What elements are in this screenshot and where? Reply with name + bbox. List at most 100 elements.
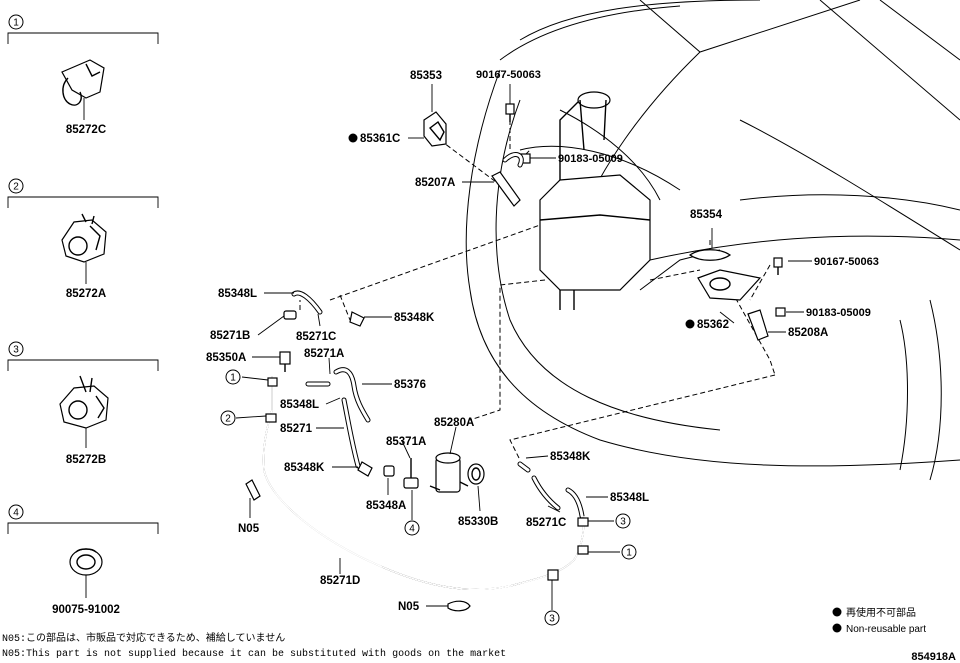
washer-pump-85280a-icon xyxy=(429,452,469,493)
joint-85348k-a-icon xyxy=(349,311,365,327)
hose-85271-icon xyxy=(341,397,361,469)
label-85271c-a: 85271C xyxy=(296,331,336,343)
jet-cover-85354-icon xyxy=(688,228,732,261)
label-85361c: 85361C xyxy=(360,133,400,145)
label-85348l-b: 85348L xyxy=(280,399,319,411)
figure-id: 854918A xyxy=(911,651,956,663)
inset-3-bracket xyxy=(7,359,159,371)
inset-3-part-label: 85272B xyxy=(66,454,106,466)
ref-3-a: 3 xyxy=(620,517,626,528)
screw-90167-right-icon xyxy=(773,257,783,275)
label-85208a: 85208A xyxy=(788,327,828,339)
note-en: N05:This part is not supplied because it… xyxy=(2,648,506,660)
part-labels: 85353 90167-50063 85361C 90183-05009 852… xyxy=(206,69,879,613)
ref-circle-icon xyxy=(404,520,420,536)
circled-references: 1 2 4 3 1 3 xyxy=(220,369,637,626)
label-85271d: 85271D xyxy=(320,575,360,587)
leader-lines xyxy=(235,137,812,610)
label-n05-left: N05 xyxy=(238,523,260,535)
inset-1-part-label: 85272C xyxy=(66,124,106,136)
inset-1[interactable]: 1 85272C xyxy=(7,14,159,136)
ref-4: 4 xyxy=(409,524,415,535)
jet-nozzle-cover-85353-icon xyxy=(423,84,447,147)
inset-3[interactable]: 3 85272B xyxy=(7,341,159,466)
footnotes: N05:この部品は、市販品で対応できるため、補給していません N05:This … xyxy=(2,631,956,663)
label-85271: 85271 xyxy=(280,423,313,435)
nut-90183-right-icon xyxy=(775,307,786,317)
ref-circle-icon xyxy=(615,513,631,529)
inset-4[interactable]: 4 90075-91002 xyxy=(7,504,159,616)
inset-2-circle-icon xyxy=(8,178,24,194)
filter-85371a-icon xyxy=(403,458,419,489)
hose-85348k-c-icon xyxy=(517,461,531,473)
inset-4-bracket xyxy=(7,522,159,534)
nozzle-85361c-icon xyxy=(428,120,445,142)
label-85376: 85376 xyxy=(394,379,426,391)
inset-3-number: 3 xyxy=(13,345,19,356)
label-85354: 85354 xyxy=(690,209,723,221)
hose-85376-icon xyxy=(333,367,371,423)
ref-circle-icon xyxy=(220,410,236,426)
label-85348k-b: 85348K xyxy=(284,462,325,474)
label-85207a: 85207A xyxy=(415,177,455,189)
label-85348l-c: 85348L xyxy=(610,492,649,504)
hose-85348l-a-icon xyxy=(291,290,323,315)
legend-dot-icon xyxy=(832,607,842,617)
inset-2-bracket xyxy=(7,196,159,208)
hose-clamp-icon xyxy=(69,548,103,598)
ref-3-b: 3 xyxy=(549,614,555,625)
grommet-85330b-icon xyxy=(467,463,485,485)
hose-85271d-icon xyxy=(262,376,585,591)
assembly-dashed-lines xyxy=(299,120,776,461)
clip-85348k-b-icon xyxy=(357,461,373,477)
label-85371a: 85371A xyxy=(386,436,426,448)
clip-85272a-icon xyxy=(61,213,107,284)
note-jp: N05:この部品は、市販品で対応できるため、補給していません xyxy=(2,631,285,645)
screw-90167-top-icon xyxy=(505,84,515,122)
label-85353: 85353 xyxy=(410,70,442,82)
label-85271c-b: 85271C xyxy=(526,517,566,529)
ref-1-c: 1 xyxy=(626,548,632,559)
legend-dot-icon xyxy=(832,623,842,633)
label-85348l-a: 85348L xyxy=(218,288,257,300)
legend-en: Non-reusable part xyxy=(846,624,926,635)
washer-tank-icon xyxy=(539,91,651,310)
inset-4-circle-icon xyxy=(8,504,24,520)
inset-1-bracket xyxy=(7,32,159,44)
inset-3-circle-icon xyxy=(8,341,24,357)
n05-left-part-icon xyxy=(245,479,261,501)
non-reusable-dot-icon xyxy=(685,319,695,329)
inset-1-number: 1 xyxy=(13,18,19,29)
label-90183-05009-top: 90183-05009 xyxy=(558,153,623,165)
ref-1-a: 1 xyxy=(230,373,236,384)
label-90167-50063-right: 90167-50063 xyxy=(814,256,879,268)
ref-circle-icon xyxy=(621,544,637,560)
legend: 再使用不可部品 Non-reusable part xyxy=(832,606,926,635)
nozzle-85207a-icon xyxy=(491,152,524,207)
label-85280a: 85280A xyxy=(434,417,474,429)
ref-circle-icon xyxy=(544,610,560,626)
hose-85271c-b-icon xyxy=(531,475,561,511)
label-85350a: 85350A xyxy=(206,352,246,364)
inset-2[interactable]: 2 85272A xyxy=(7,178,159,300)
label-85362: 85362 xyxy=(697,319,729,331)
inset-4-number: 4 xyxy=(13,508,19,519)
label-85348k-a: 85348K xyxy=(394,312,435,324)
clip-85272b-icon xyxy=(59,375,109,448)
nozzle-85362-icon xyxy=(697,269,762,301)
label-85330b: 85330B xyxy=(458,516,498,528)
label-85271a: 85271A xyxy=(304,348,344,360)
inset-4-part-label: 90075-91002 xyxy=(52,604,120,616)
label-90183-05009-right: 90183-05009 xyxy=(806,307,871,319)
label-n05-bottom: N05 xyxy=(398,601,420,613)
label-85271b: 85271B xyxy=(210,330,250,342)
hose-85348l-c-icon xyxy=(565,487,585,519)
n05-bottom-part-icon xyxy=(447,600,471,612)
connector-85271b-icon xyxy=(283,310,297,320)
clip-on-hose-icon xyxy=(265,377,589,581)
label-85348a: 85348A xyxy=(366,500,406,512)
inset-2-part-label: 85272A xyxy=(66,288,106,300)
label-85348k-c: 85348K xyxy=(550,451,591,463)
grommet-85348a-icon xyxy=(383,465,395,477)
